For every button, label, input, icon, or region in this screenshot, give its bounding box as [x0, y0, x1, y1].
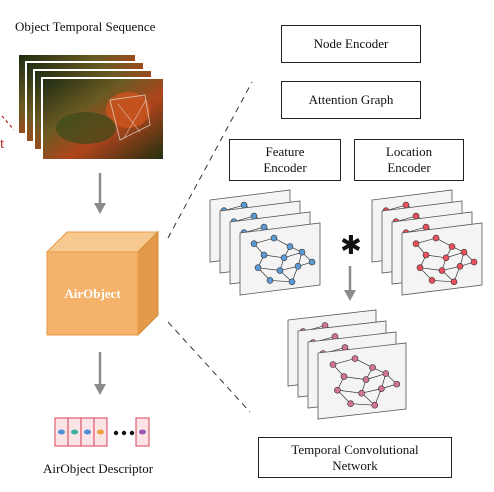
- graph-node: [288, 278, 296, 286]
- graph-node: [240, 201, 248, 209]
- graph-edge: [337, 389, 362, 394]
- descriptor-label: AirObject Descriptor: [43, 461, 154, 476]
- graph-node: [416, 264, 424, 272]
- attention-graph-label: Attention Graph: [308, 92, 394, 107]
- graph-edge: [269, 280, 293, 283]
- location-encoder-box: Location Encoder: [354, 139, 464, 181]
- graph-node: [450, 278, 458, 286]
- graph-node: [438, 267, 446, 274]
- sequence-title: Object Temporal Sequence: [15, 19, 156, 34]
- graph-node: [298, 248, 306, 256]
- node-encoder-label: Node Encoder: [313, 36, 389, 51]
- location-graph-stack: [371, 189, 483, 296]
- feature-graph-stack-sheet: [239, 222, 321, 296]
- graph-node: [276, 267, 284, 274]
- operator-symbol: ✱: [340, 231, 362, 261]
- partial-label: t: [0, 136, 5, 152]
- combined-graph-stack: [287, 309, 407, 420]
- tcn-label: Temporal Convolutional Network: [291, 441, 419, 473]
- graph-edge: [350, 403, 375, 406]
- graph-node: [250, 212, 258, 220]
- feature-graph-stack: [209, 189, 321, 296]
- graph-edge: [419, 267, 443, 271]
- graph-edge: [257, 267, 281, 271]
- graph-node: [382, 370, 390, 377]
- location-graph-stack-sheet: [401, 222, 483, 296]
- graph-node: [362, 376, 370, 383]
- graph-node: [351, 355, 359, 362]
- graph-edge: [425, 254, 447, 259]
- graph-node: [371, 401, 379, 409]
- graph-node: [412, 212, 420, 220]
- graph-node: [422, 251, 430, 259]
- graph-node: [432, 234, 440, 242]
- graph-node: [340, 373, 348, 380]
- location-encoder-label: Location Encoder: [385, 144, 433, 175]
- graph-node: [266, 277, 274, 284]
- graph-node: [347, 400, 354, 408]
- graph-node: [369, 364, 376, 371]
- graph-node: [448, 243, 456, 250]
- combined-graph-stack-sheet: [317, 342, 407, 420]
- descriptor-dots: [58, 429, 146, 436]
- graph-edge: [253, 237, 275, 245]
- cube-label: AirObject: [64, 286, 121, 301]
- graph-node: [412, 240, 420, 248]
- graph-node: [270, 234, 278, 242]
- arrow-down-2: [94, 352, 106, 395]
- feature-encoder-label: Feature Encoder: [263, 144, 307, 175]
- graph-edge: [332, 358, 356, 365]
- graph-node: [393, 380, 401, 388]
- graph-node: [286, 243, 294, 250]
- tcn-box: Temporal Convolutional Network: [258, 437, 452, 478]
- arrow-down-3: [344, 266, 356, 301]
- graph-node: [428, 277, 436, 284]
- graph-node: [442, 254, 450, 262]
- graph-node: [378, 385, 385, 392]
- graph-edge: [361, 388, 382, 394]
- graph-node: [456, 262, 464, 270]
- graph-node: [254, 264, 262, 272]
- graph-node: [280, 254, 288, 262]
- node-encoder-box: Node Encoder: [281, 25, 421, 63]
- feature-encoder-box: Feature Encoder: [229, 139, 341, 181]
- graph-node: [329, 361, 337, 368]
- graph-node: [294, 262, 302, 270]
- graph-edge: [415, 237, 437, 245]
- graph-edge: [431, 280, 455, 283]
- dashed-line-top: [167, 81, 253, 239]
- graph-node: [402, 201, 410, 209]
- graph-node: [260, 251, 268, 259]
- graph-edge: [263, 254, 285, 259]
- graph-node: [260, 223, 268, 231]
- graph-node: [460, 248, 468, 256]
- graph-node: [250, 240, 258, 248]
- graph-node: [470, 258, 478, 266]
- graph-edge: [365, 373, 386, 380]
- dashed-line-bottom: [167, 321, 251, 413]
- image-frames: [17, 53, 165, 161]
- graph-node: [334, 386, 341, 394]
- graph-node: [358, 389, 365, 397]
- attention-graph-box: Attention Graph: [281, 81, 421, 119]
- graph-node: [422, 223, 430, 231]
- graph-edge: [343, 376, 367, 380]
- graph-node: [308, 258, 316, 266]
- arrow-down-1: [94, 173, 106, 214]
